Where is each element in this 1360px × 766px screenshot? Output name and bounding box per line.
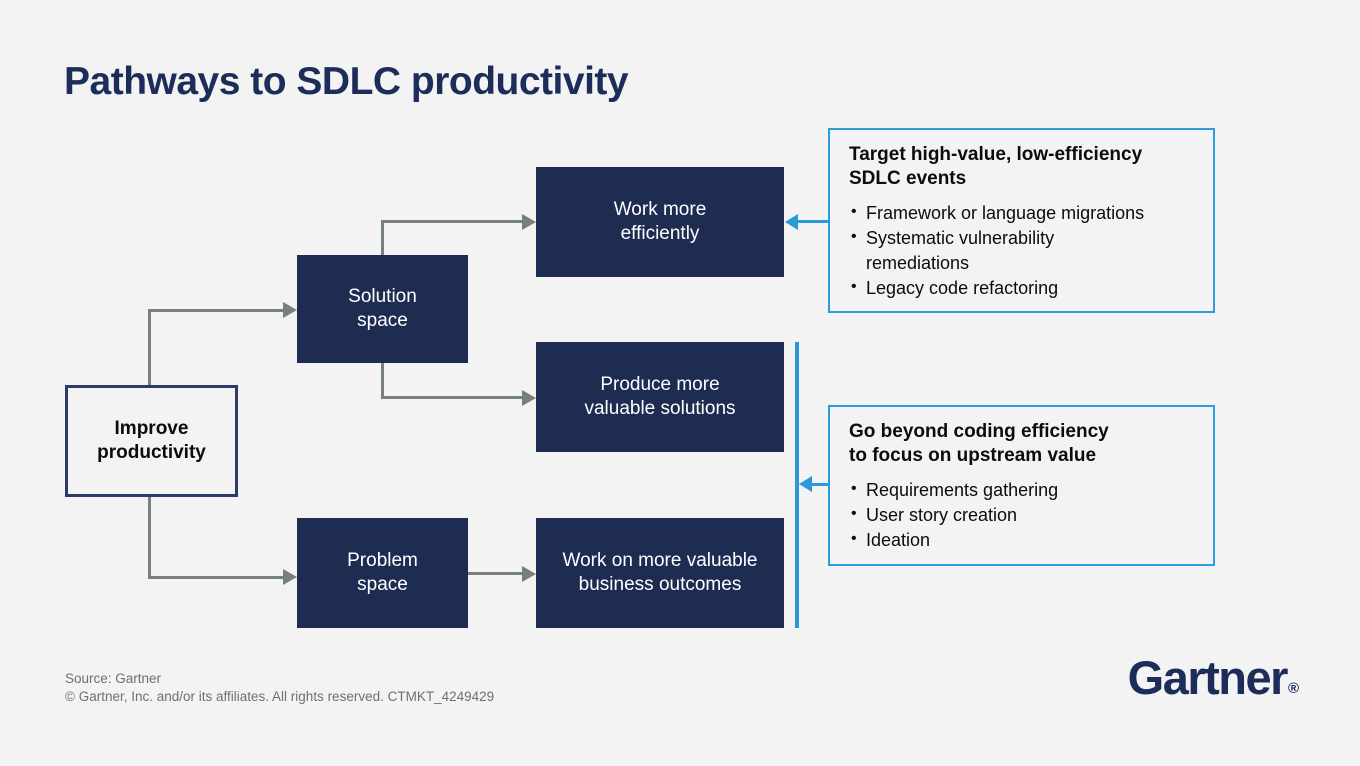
list-item: Systematic vulnerability remediations: [849, 226, 1197, 276]
callout2-arrow-stem: [812, 483, 828, 486]
node-problem-space-label: Problem space: [347, 550, 418, 595]
connector-to-produce-solutions: [381, 396, 522, 399]
callout-bracket-line: [795, 342, 799, 628]
list-item: Framework or language migrations: [849, 201, 1197, 226]
node-work-on-valuable-outcomes-label: Work on more valuable business outcomes: [562, 550, 758, 595]
list-item: User story creation: [849, 503, 1197, 528]
connector-to-solution-space: [148, 309, 283, 312]
node-improve-productivity: Improve productivity: [65, 385, 238, 497]
node-improve-productivity-label: Improve productivity: [97, 418, 206, 463]
gartner-logo-text: Gartner: [1127, 651, 1289, 704]
connector-to-work-more-efficiently: [381, 220, 522, 223]
callout1-arrow-stem: [797, 220, 828, 223]
page-title: Pathways to SDLC productivity: [64, 60, 629, 103]
node-solution-space: Solution space: [297, 255, 468, 363]
footer-copyright-line: © Gartner, Inc. and/or its affiliates. A…: [65, 689, 495, 705]
connector-to-problem-space: [148, 576, 283, 579]
arrowhead-to-work-on-outcomes: [522, 566, 536, 582]
node-work-more-efficiently-label: Work more efficiently: [613, 199, 707, 244]
node-problem-space: Problem space: [297, 518, 468, 628]
callout-target-high-value-title: Target high-value, low-efficiency SDLC e…: [849, 144, 1143, 190]
arrowhead-to-solution-space: [283, 302, 297, 318]
node-work-on-valuable-outcomes: Work on more valuable business outcomes: [536, 518, 784, 628]
footer-source-line: Source: Gartner: [65, 671, 162, 686]
callout-beyond-coding-efficiency: Go beyond coding efficiency to focus on …: [828, 405, 1215, 566]
callout-beyond-coding-efficiency-list: Requirements gathering User story creati…: [849, 478, 1197, 553]
callout2-arrowhead: [799, 476, 812, 492]
gartner-logo: Gartner®: [1127, 650, 1299, 705]
node-work-more-efficiently: Work more efficiently: [536, 167, 784, 277]
node-produce-valuable-solutions: Produce more valuable solutions: [536, 342, 784, 452]
arrowhead-to-problem-space: [283, 569, 297, 585]
callout1-arrowhead: [785, 214, 798, 230]
node-produce-valuable-solutions-label: Produce more valuable solutions: [584, 374, 736, 419]
registered-trademark-icon: ®: [1287, 680, 1299, 697]
footer: Source: Gartner © Gartner, Inc. and/or i…: [65, 670, 494, 706]
connector-solution-down-vertical: [381, 363, 384, 398]
node-solution-space-label: Solution space: [348, 286, 417, 331]
connector-solution-up-vertical: [381, 221, 384, 257]
connector-to-work-on-outcomes: [468, 572, 522, 575]
list-item: Legacy code refactoring: [849, 276, 1197, 301]
callout-beyond-coding-efficiency-title: Go beyond coding efficiency to focus on …: [849, 421, 1109, 467]
list-item: Requirements gathering: [849, 478, 1197, 503]
list-item: Ideation: [849, 528, 1197, 553]
callout-target-high-value: Target high-value, low-efficiency SDLC e…: [828, 128, 1215, 313]
arrowhead-to-work-more-efficiently: [522, 214, 536, 230]
arrowhead-to-produce-solutions: [522, 390, 536, 406]
callout-target-high-value-list: Framework or language migrations Systema…: [849, 201, 1197, 301]
